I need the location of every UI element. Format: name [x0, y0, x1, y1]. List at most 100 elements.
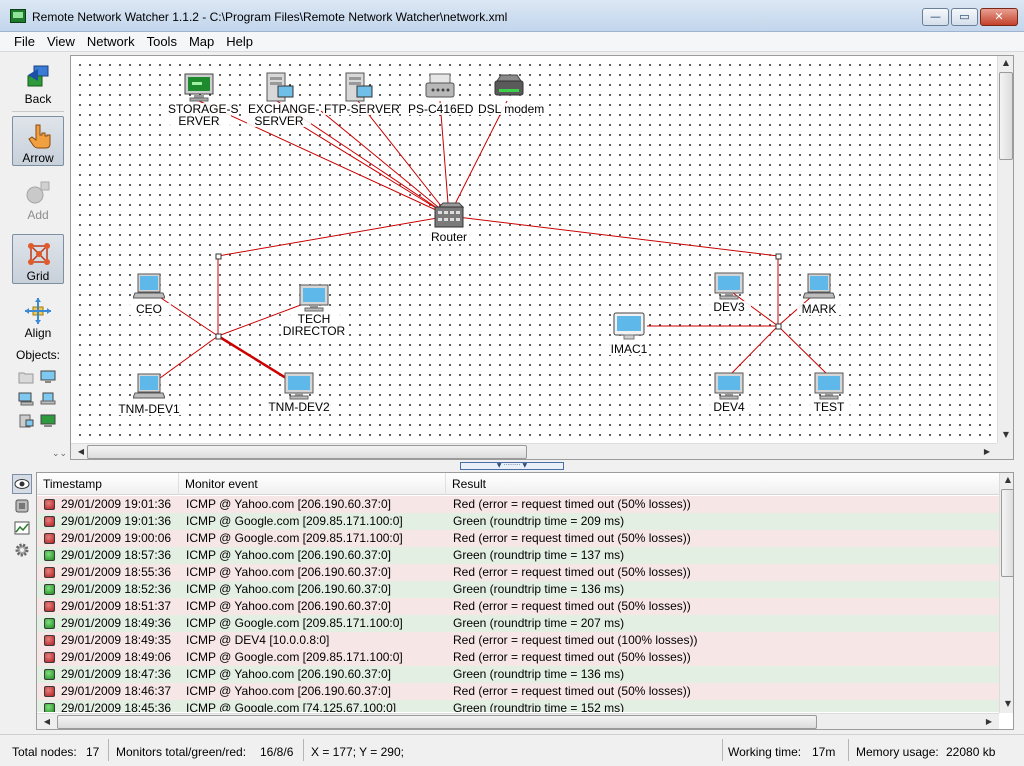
- map-vertical-scrollbar[interactable]: ▲ ▼: [997, 56, 1013, 443]
- menu-tools[interactable]: Tools: [146, 34, 177, 49]
- total-nodes-label: Total nodes:: [12, 745, 77, 759]
- link-test-hub: [777, 325, 830, 377]
- laptop-object-icon[interactable]: [40, 392, 56, 406]
- objects-label: Objects:: [16, 348, 61, 362]
- menu-network[interactable]: Network: [86, 34, 135, 49]
- settings-button[interactable]: [12, 540, 32, 560]
- cell-monitor-event: ICMP @ Yahoo.com [206.190.60.37:0]: [186, 684, 391, 698]
- status-bar: Total nodes: 17 Monitors total/green/red…: [0, 734, 1024, 766]
- toolbar-more-icon[interactable]: ⌄⌄: [52, 449, 68, 459]
- node-test[interactable]: TEST: [807, 371, 851, 413]
- node-dev4[interactable]: DEV4: [707, 371, 751, 413]
- map-horizontal-thumb[interactable]: [87, 445, 527, 459]
- log-scroll-right-icon[interactable]: ▶: [985, 717, 993, 726]
- log-horizontal-thumb[interactable]: [57, 715, 817, 729]
- memory-usage-value: 22080 kb: [946, 745, 996, 759]
- menu-file[interactable]: File: [14, 34, 35, 49]
- map-horizontal-scrollbar[interactable]: ◀ ▶: [71, 443, 997, 459]
- link-ftp-router: [357, 100, 450, 217]
- log-scroll-left-icon[interactable]: ◀: [43, 717, 51, 726]
- log-header: Timestamp Monitor event Result: [37, 473, 999, 495]
- node-ps-c416ed[interactable]: PS-C416ED: [407, 71, 473, 115]
- status-red-icon: [44, 516, 55, 527]
- maximize-button[interactable]: ▭: [951, 8, 978, 26]
- log-scroll-up-icon[interactable]: ▲: [1004, 475, 1012, 484]
- working-time-value: 17m: [812, 745, 836, 759]
- link-junction-4[interactable]: [775, 323, 782, 330]
- node-imac1[interactable]: IMAC1: [609, 311, 649, 355]
- close-button[interactable]: ✕: [980, 8, 1018, 26]
- monitor-icon: [284, 372, 314, 400]
- cell-result: Green (roundtrip time = 137 ms): [453, 548, 625, 562]
- menu-view[interactable]: View: [46, 34, 75, 49]
- column-monitor-event[interactable]: Monitor event: [179, 473, 446, 495]
- cell-timestamp: 29/01/2009 18:47:36: [61, 667, 172, 681]
- minimize-button[interactable]: —: [922, 8, 949, 26]
- monitor-object-icon[interactable]: [40, 370, 56, 384]
- event-log-view-button[interactable]: [12, 474, 32, 494]
- cell-monitor-event: ICMP @ Google.com [209.85.171.100:0]: [186, 616, 403, 630]
- grid-toggle-button[interactable]: Grid: [12, 234, 64, 284]
- node-tnm-dev1[interactable]: TNM-DEV1: [117, 371, 181, 415]
- scroll-up-icon[interactable]: ▲: [1002, 58, 1010, 67]
- log-horizontal-scrollbar[interactable]: ◀ ▶: [37, 713, 999, 729]
- server-object-icon[interactable]: [18, 414, 34, 428]
- network-map-canvas[interactable]: STORAGE-S ERVER EXCHANGE- SERVER FTP-SER…: [71, 56, 997, 443]
- scroll-right-icon[interactable]: ▶: [983, 447, 991, 456]
- link-junction-1[interactable]: [215, 253, 222, 260]
- node-exchange-server[interactable]: EXCHANGE- SERVER: [247, 71, 319, 127]
- terminal-object-icon[interactable]: [40, 414, 56, 428]
- scroll-down-icon[interactable]: ▼: [1002, 430, 1010, 439]
- log-scroll-down-icon[interactable]: ▼: [1004, 699, 1012, 708]
- column-timestamp[interactable]: Timestamp: [37, 473, 179, 495]
- cell-monitor-event: ICMP @ Google.com [209.85.171.100:0]: [186, 514, 403, 528]
- cell-result: Red (error = request timed out (50% loss…: [453, 650, 691, 664]
- panel-splitter[interactable]: ▼ ········· ▼: [460, 462, 564, 470]
- log-vertical-scrollbar[interactable]: ▲ ▼: [999, 473, 1013, 713]
- node-ftp-server[interactable]: FTP-SERVER: [323, 71, 400, 115]
- menu-help[interactable]: Help: [226, 34, 253, 49]
- node-dsl-modem[interactable]: DSL modem: [477, 71, 544, 115]
- log-vertical-thumb[interactable]: [1001, 489, 1013, 577]
- scroll-left-icon[interactable]: ◀: [77, 447, 85, 456]
- column-result[interactable]: Result: [452, 477, 487, 491]
- router-icon: [434, 202, 465, 228]
- event-log-table: Timestamp Monitor event Result 29/01/200…: [36, 472, 1014, 730]
- node-ceo[interactable]: CEO: [127, 271, 171, 315]
- add-button[interactable]: Add: [12, 174, 64, 224]
- monitors-view-button[interactable]: [12, 496, 32, 516]
- node-router[interactable]: Router: [427, 201, 471, 243]
- node-storage-server[interactable]: STORAGE-S ERVER: [167, 71, 238, 127]
- node-tech-director[interactable]: TECH DIRECTOR: [281, 283, 347, 337]
- arrow-tool-button[interactable]: Arrow: [12, 116, 64, 166]
- link-junction-3[interactable]: [775, 253, 782, 260]
- node-tnm-dev2[interactable]: TNM-DEV2: [267, 371, 331, 413]
- monitor-icon: [714, 372, 744, 400]
- align-button[interactable]: Align: [12, 292, 64, 342]
- map-vertical-thumb[interactable]: [999, 72, 1013, 160]
- node-mark[interactable]: MARK: [797, 271, 841, 315]
- workstation-object-icon[interactable]: [18, 392, 34, 406]
- menu-map[interactable]: Map: [188, 34, 215, 49]
- back-button[interactable]: Back: [12, 58, 64, 108]
- folder-icon[interactable]: [18, 370, 34, 384]
- node-dev3[interactable]: DEV3: [707, 271, 751, 313]
- cell-result: Red (error = request timed out (50% loss…: [453, 497, 691, 511]
- link-junction-2[interactable]: [215, 333, 222, 340]
- eye-icon: [14, 479, 30, 489]
- chart-view-button[interactable]: [12, 518, 32, 538]
- laptop-icon: [133, 273, 165, 299]
